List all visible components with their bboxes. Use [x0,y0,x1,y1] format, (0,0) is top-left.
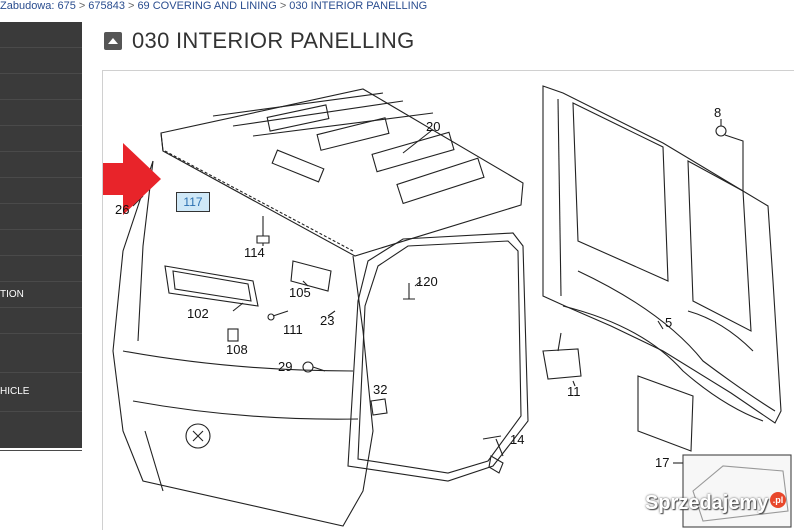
sidebar-item[interactable] [0,204,82,230]
door-frame [347,232,529,482]
breadcrumb-item-model[interactable]: 675843 [88,0,125,12]
watermark-suffix: .pl [770,492,786,508]
red-pointer-arrow [103,143,161,215]
sidebar-item[interactable]: TION [0,282,82,308]
watermark-logo: Sprzedajemy [645,492,769,514]
part-label-17: 17 [655,455,669,470]
sidebar-item[interactable] [0,230,82,256]
thumbnail-inset [682,454,792,528]
sidebar-item[interactable] [0,178,82,204]
part-label-8: 8 [714,105,721,120]
part-label-114: 114 [244,245,265,260]
sidebar-item[interactable] [0,308,82,334]
part-label-102: 102 [187,306,209,321]
sidebar-item[interactable] [0,412,82,451]
side-panel [542,85,782,424]
breadcrumb-item-current[interactable]: 030 INTERIOR PANELLING [289,0,428,12]
breadcrumb-item-zabudowa[interactable]: Zabudowa: 675 [0,0,76,12]
part-label-111: 111 [283,322,303,337]
part-label-14: 14 [510,432,524,447]
parts-diagram: 20 8 26 114 120 105 102 111 23 108 29 5 … [102,70,794,530]
sidebar-item[interactable] [0,256,82,282]
sidebar-item[interactable]: HICLE [0,373,82,412]
part-label-105: 105 [289,285,311,300]
sidebar: TION HICLE [0,22,82,451]
part-label-23: 23 [320,313,334,328]
sidebar-item[interactable] [0,22,82,48]
part-label-108: 108 [226,342,248,357]
sidebar-item[interactable] [0,74,82,100]
roof-panel [160,88,524,257]
part-label-29: 29 [278,359,292,374]
page-header: 030 INTERIOR PANELLING [104,26,415,56]
sidebar-item[interactable] [0,126,82,152]
breadcrumb-item-group[interactable]: 69 COVERING AND LINING [137,0,277,12]
part-label-120: 120 [416,274,438,289]
chevron-up-icon[interactable] [104,32,122,50]
sidebar-item[interactable] [0,48,82,74]
part-label-20: 20 [426,119,440,134]
sidebar-item[interactable] [0,152,82,178]
part-label-26: 26 [115,202,129,217]
part-label-5: 5 [665,315,672,330]
part-label-11: 11 [567,384,581,399]
highlighted-part-label[interactable]: 117 [176,192,210,212]
breadcrumb-separator: > [279,0,287,12]
cab-body [112,160,374,527]
page-title: 030 INTERIOR PANELLING [132,28,415,53]
sidebar-item[interactable] [0,100,82,126]
breadcrumb: Zabudowa: 675>675843>69 COVERING AND LIN… [0,0,427,14]
rear-window-seal [164,265,259,307]
exploded-view-drawing: 20 8 26 114 120 105 102 111 23 108 29 5 … [103,85,792,528]
sidebar-item[interactable] [0,334,82,373]
breadcrumb-separator: > [78,0,86,12]
part-label-32: 32 [373,382,387,397]
breadcrumb-separator: > [128,0,135,12]
